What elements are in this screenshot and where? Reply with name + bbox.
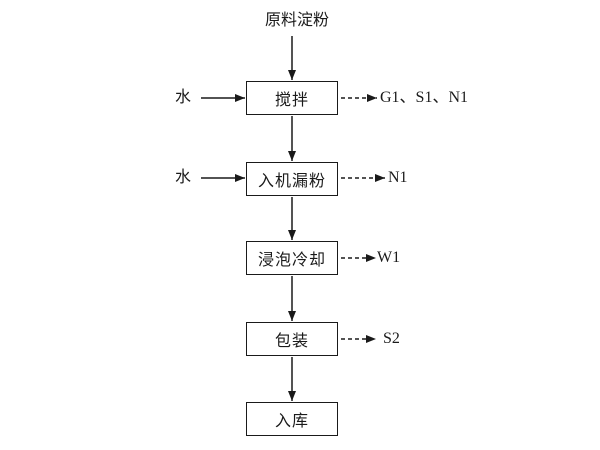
node-soaking-cooling: 浸泡冷却: [246, 241, 338, 275]
node-mixing: 搅拌: [246, 81, 338, 115]
node-packaging-label: 包装: [274, 333, 309, 350]
node-feeding-label: 入机漏粉: [257, 173, 326, 190]
output-label-packaging: S2: [383, 330, 400, 347]
output-label-soaking: W1: [377, 249, 401, 266]
node-packaging: 包装: [246, 322, 338, 356]
output-label-feeding: N1: [388, 169, 408, 186]
source-label: 原料淀粉: [264, 12, 329, 29]
node-warehousing-label: 入库: [274, 413, 309, 430]
node-mixing-label: 搅拌: [274, 92, 309, 109]
output-label-mixing: G1、S1、N1: [380, 89, 469, 106]
node-feeding: 入机漏粉: [246, 162, 338, 196]
node-warehousing: 入库: [246, 402, 338, 436]
water-input-label-1: 水: [175, 89, 192, 106]
node-soaking-cooling-label: 浸泡冷却: [257, 252, 326, 269]
water-input-label-2: 水: [175, 169, 192, 186]
